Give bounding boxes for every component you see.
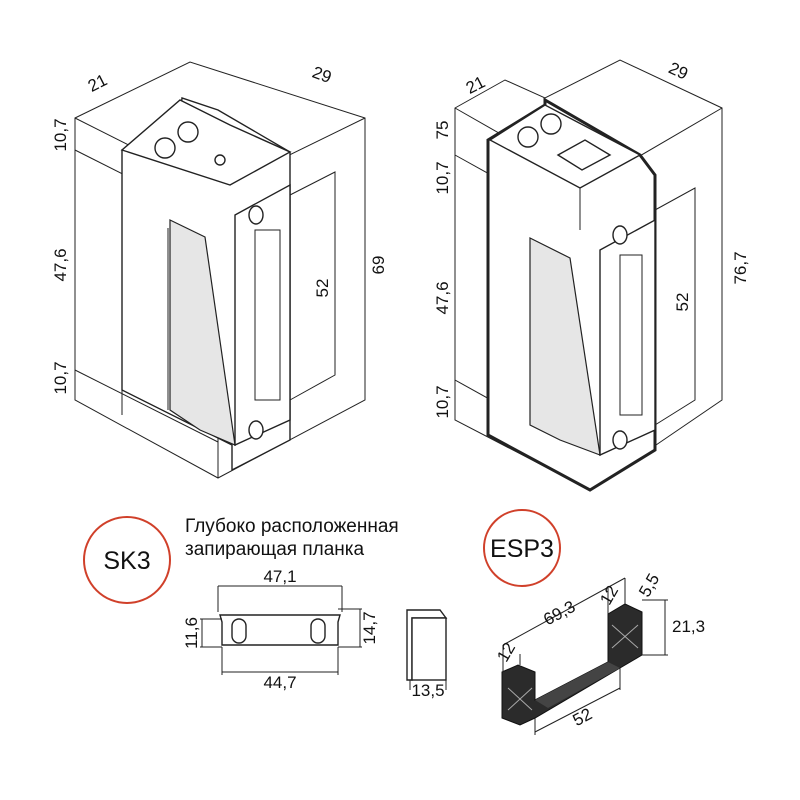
left-latch <box>169 219 236 446</box>
right-lock-drawing <box>454 59 723 492</box>
screw-icon <box>517 126 539 148</box>
right-dim-middle-height: 47,6 <box>433 281 452 314</box>
sk3-dim-side-depth: 13,5 <box>411 681 444 700</box>
esp3-dim-inner: 52 <box>570 704 596 730</box>
sk3-title-line1: Глубоко расположенная <box>185 516 399 537</box>
right-dim-top-height: 10,7 <box>433 161 452 194</box>
left-dim-faceplate-height: 52 <box>313 279 332 298</box>
sk3-badge: SK3 <box>103 547 150 575</box>
left-dim-depth: 29 <box>310 63 334 87</box>
right-latch <box>529 237 601 456</box>
esp3-bracket <box>501 577 668 735</box>
esp3-badge: ESP3 <box>490 535 554 563</box>
left-dim-total-height: 69 <box>369 256 388 275</box>
sk3-title-line2: запирающая планка <box>185 539 364 560</box>
left-bounding-box <box>74 61 366 479</box>
esp3-dim-end-right: 12 <box>596 582 622 608</box>
right-dim-total-height: 76,7 <box>731 251 750 284</box>
right-dim-depth: 29 <box>666 58 691 83</box>
left-dim-middle-height: 47,6 <box>51 248 70 281</box>
screw-icon <box>540 113 562 135</box>
sk3-badge-circle <box>83 516 171 604</box>
sk3-dim-bottom-width: 44,7 <box>263 673 296 692</box>
esp3-dim-height: 21,3 <box>672 617 705 636</box>
left-dim-top-height: 10,7 <box>51 118 70 151</box>
right-dim-faceplate-height: 52 <box>673 293 692 312</box>
left-dim-bottom-height: 10,7 <box>51 361 70 394</box>
esp3-dim-end-left: 12 <box>493 639 519 665</box>
esp3-badge-circle <box>483 509 561 587</box>
right-dim-top-extra: 75 <box>433 121 452 140</box>
connector-icon <box>556 139 612 171</box>
right-dim-width: 21 <box>463 72 488 98</box>
left-lock-drawing <box>74 61 366 479</box>
right-dim-bottom-height: 10,7 <box>433 385 452 418</box>
hole-icon <box>214 154 226 166</box>
sk3-dim-left-height: 11,6 <box>182 617 201 649</box>
esp3-dim-length: 69,3 <box>540 597 578 629</box>
sk3-dim-right-height: 14,7 <box>360 611 379 644</box>
screw-icon <box>154 137 176 159</box>
sk3-dim-top-width: 47,1 <box>263 567 296 586</box>
screw-icon <box>177 121 199 143</box>
esp3-dim-thickness: 5,5 <box>635 570 663 600</box>
sk3-strike-plate <box>200 585 448 690</box>
left-dim-width: 21 <box>85 70 110 96</box>
